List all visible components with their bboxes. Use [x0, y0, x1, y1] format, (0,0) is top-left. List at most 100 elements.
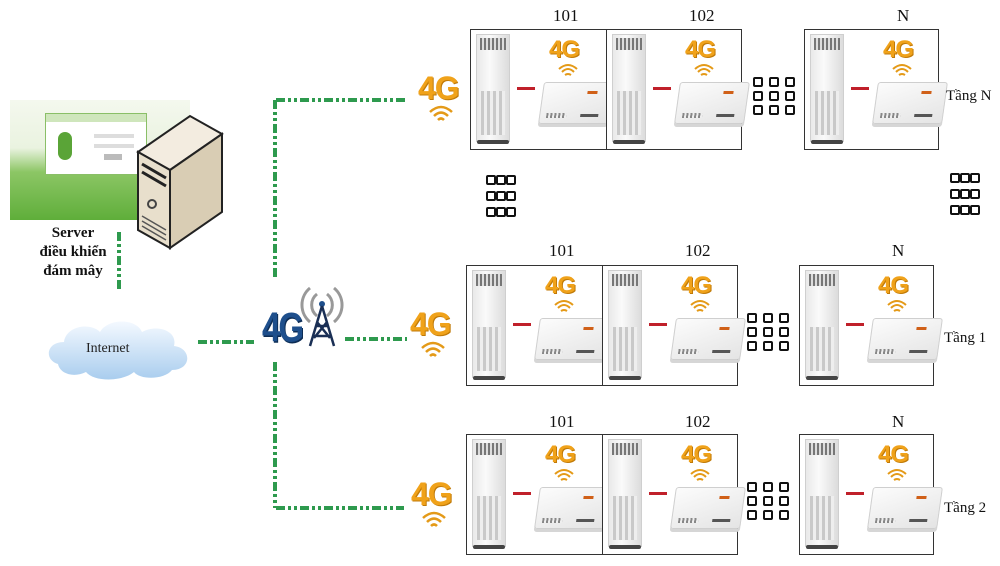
dot [506, 191, 516, 201]
dot [950, 189, 960, 199]
login-window [45, 113, 147, 175]
more-floors-dots [950, 173, 980, 215]
room-unit: 4G [606, 29, 750, 150]
dot [970, 205, 980, 215]
controller-4g-badge: 4G [878, 272, 909, 299]
air-conditioner-icon [805, 439, 839, 549]
link-tower-floor-n [276, 98, 408, 102]
controller-4g-badge: 4G [549, 36, 580, 63]
dot [496, 207, 506, 217]
room-unit: 4G [799, 434, 943, 555]
link-tower-floor-2 [276, 506, 404, 510]
dot [960, 205, 970, 215]
gateway-4g-floor-1: 4G [410, 306, 452, 342]
more-units-dots [747, 482, 789, 520]
ac-controller-link [649, 492, 667, 495]
air-conditioner-icon [612, 34, 646, 144]
dot [970, 173, 980, 183]
ac-controller-link [846, 492, 864, 495]
wifi-icon [887, 469, 907, 481]
cloud-icon [48, 321, 188, 380]
dot [970, 189, 980, 199]
controller-4g-badge: 4G [883, 36, 914, 63]
ac-controller-link [851, 87, 869, 90]
wifi-icon [554, 469, 574, 481]
link-internet-tower [198, 340, 254, 344]
ac-controller-link [513, 323, 531, 326]
more-floors-dots [486, 175, 516, 217]
unit-number-label: 101 [549, 241, 575, 260]
wifi-icon [690, 300, 710, 312]
controller-device-icon [534, 487, 610, 529]
server-label-line1: Server [51, 225, 95, 241]
unit-number-label: 102 [689, 6, 715, 25]
air-conditioner-icon [810, 34, 844, 144]
gateway-4g-floor-n: 4G [418, 70, 460, 106]
air-conditioner-icon [608, 270, 642, 380]
controller-device-icon [534, 318, 610, 360]
dot [496, 175, 506, 185]
floor-label: Tầng N [946, 88, 992, 104]
unit-number-label: 101 [549, 412, 575, 431]
ac-controller-link [517, 87, 535, 90]
controller-4g-badge: 4G [681, 272, 712, 299]
controller-4g-badge: 4G [685, 36, 716, 63]
link-tower-floor-1 [345, 337, 407, 341]
room-unit: 4G [804, 29, 948, 150]
more-units-dots [753, 77, 795, 115]
air-conditioner-icon [472, 439, 506, 549]
controller-4g-badge: 4G [878, 441, 909, 468]
wifi-icon [429, 105, 453, 121]
controller-device-icon [867, 318, 943, 360]
server-label-line2: điều khiển [39, 244, 107, 260]
unit-number-label: 101 [553, 6, 579, 25]
dot [960, 189, 970, 199]
wifi-icon [690, 469, 710, 481]
controller-device-icon [538, 82, 614, 124]
dot [950, 205, 960, 215]
dot [486, 207, 496, 217]
room-unit: 4G [470, 29, 614, 150]
internet-label: Internet [86, 341, 130, 356]
air-conditioner-icon [805, 270, 839, 380]
unit-number-label: 102 [685, 241, 711, 260]
server-label-line3: đám mây [43, 263, 103, 279]
ac-controller-link [649, 323, 667, 326]
link-tower-down [273, 362, 277, 508]
dot [486, 191, 496, 201]
controller-4g-badge: 4G [681, 441, 712, 468]
server-tower-icon [136, 114, 224, 250]
air-conditioner-icon [608, 439, 642, 549]
room-unit: 4G [466, 265, 610, 386]
controller-device-icon [867, 487, 943, 529]
floor-label: Tầng 1 [944, 330, 987, 346]
link-tower-up [273, 100, 277, 280]
air-conditioner-icon [476, 34, 510, 144]
controller-4g-badge: 4G [545, 272, 576, 299]
controller-device-icon [872, 82, 948, 124]
wifi-icon [892, 64, 912, 76]
room-unit: 4G [602, 434, 746, 555]
dot [486, 175, 496, 185]
floor-label: Tầng 2 [944, 500, 987, 516]
ac-controller-link [846, 323, 864, 326]
ac-controller-link [653, 87, 671, 90]
dot [960, 173, 970, 183]
dot [496, 191, 506, 201]
wifi-icon [554, 300, 574, 312]
unit-number-label: 102 [685, 412, 711, 431]
server-label: Server điều khiển đám mây [18, 224, 128, 281]
room-unit: 4G [799, 265, 943, 386]
controller-device-icon [670, 318, 746, 360]
more-units-dots [747, 313, 789, 351]
dot [506, 207, 516, 217]
user-icon [58, 132, 72, 160]
controller-device-icon [674, 82, 750, 124]
controller-4g-badge: 4G [545, 441, 576, 468]
link-server-internet [117, 232, 121, 290]
cell-tower-icon [300, 286, 344, 347]
controller-device-icon [670, 487, 746, 529]
room-unit: 4G [466, 434, 610, 555]
unit-number-label: N [892, 241, 905, 260]
tower-4g-label: 4G [262, 304, 304, 351]
